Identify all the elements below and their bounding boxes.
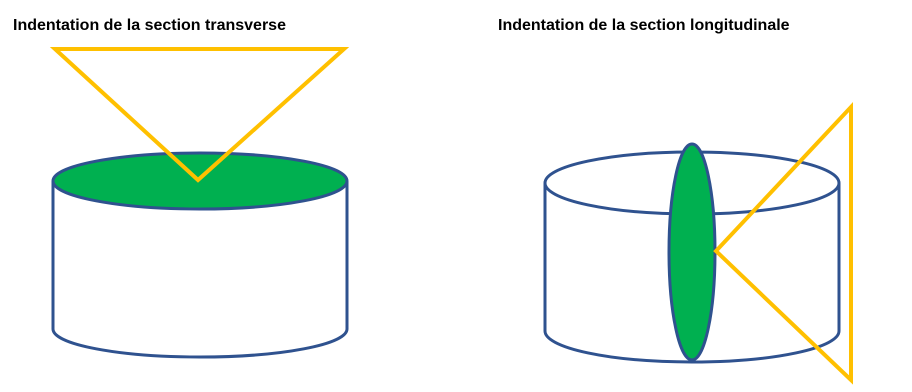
- transverse-cylinder-body: [51, 181, 349, 359]
- longitudinal-indenter: [713, 101, 853, 385]
- title-longitudinal: Indentation de la section longitudinale: [498, 17, 790, 34]
- longitudinal-section: [667, 142, 717, 362]
- title-transverse: Indentation de la section transverse: [13, 17, 286, 34]
- longitudinal-cylinder: [543, 142, 841, 364]
- longitudinal-cylinder-body: [543, 183, 841, 364]
- transverse-cylinder: [51, 151, 349, 359]
- transverse-section: [51, 151, 349, 211]
- transverse-indenter: [49, 47, 350, 183]
